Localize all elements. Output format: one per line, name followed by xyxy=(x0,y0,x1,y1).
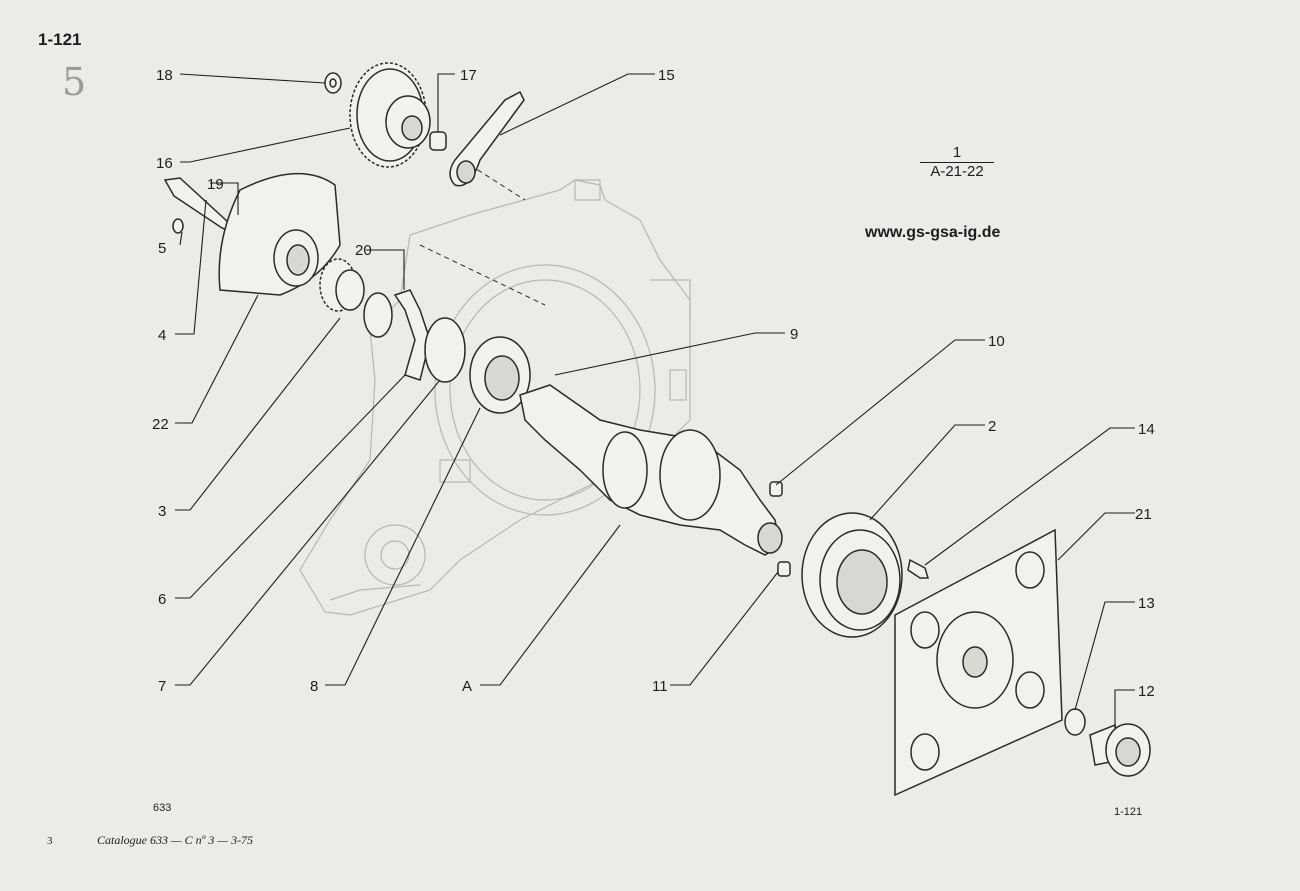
pencil-mark: 5 xyxy=(62,60,87,104)
callout-labels: 18 17 15 16 19 5 20 4 22 9 10 2 14 21 3 … xyxy=(152,67,1155,700)
footer-code-left: 633 xyxy=(153,802,172,814)
part-8-bearing xyxy=(469,336,531,414)
leader-lines xyxy=(175,73,1135,728)
part-22-gear xyxy=(319,258,365,312)
callout-10: 10 xyxy=(988,333,1005,350)
part-15-arm xyxy=(449,90,525,187)
part-3-ring xyxy=(363,292,393,338)
part-2-flywheel xyxy=(801,512,903,638)
callout-2: 2 xyxy=(988,418,996,435)
part-12-nut xyxy=(1089,723,1151,777)
callout-6: 6 xyxy=(158,591,166,608)
footer-catalogue: Catalogue 633 — C nº 3 — 3-75 xyxy=(97,833,254,847)
footer-page-number: 3 xyxy=(47,835,53,847)
website-url: www.gs-gsa-ig.de xyxy=(865,224,1001,241)
callout-9: 9 xyxy=(790,326,798,343)
part-14-screw xyxy=(907,558,930,579)
callout-12: 12 xyxy=(1138,683,1155,700)
page-code: 1-121 xyxy=(38,30,82,49)
reference-block: 1 A-21-22 xyxy=(920,144,994,181)
part-18-washer xyxy=(324,72,342,94)
callout-17: 17 xyxy=(460,67,477,84)
callout-a: A xyxy=(462,678,472,695)
part-16-timing-gear xyxy=(349,62,431,168)
part-17-bush xyxy=(429,131,447,151)
callout-7: 7 xyxy=(158,678,166,695)
reference-bottom: A-21-22 xyxy=(920,162,994,181)
part-4-cover xyxy=(218,172,341,296)
callout-8: 8 xyxy=(310,678,318,695)
part-a-crankshaft xyxy=(519,384,783,556)
callout-4: 4 xyxy=(158,327,166,344)
footer-code-right: 1-121 xyxy=(1114,806,1143,818)
callout-14: 14 xyxy=(1138,421,1155,438)
alignment-line xyxy=(469,164,526,201)
callout-21: 21 xyxy=(1135,506,1152,523)
part-6-seal xyxy=(424,317,466,383)
reference-top: 1 xyxy=(952,144,962,161)
callout-19: 19 xyxy=(207,176,224,193)
part-21-plate xyxy=(894,528,1063,797)
callout-13: 13 xyxy=(1138,595,1155,612)
callout-22: 22 xyxy=(152,416,169,433)
crankcase-housing xyxy=(299,179,691,616)
callout-18: 18 xyxy=(156,67,173,84)
part-13-ring xyxy=(1064,708,1086,736)
callout-3: 3 xyxy=(158,503,166,520)
callout-15: 15 xyxy=(658,67,675,84)
part-11-dowel xyxy=(777,561,791,577)
alignment-line xyxy=(419,244,546,306)
part-20-retainer xyxy=(393,289,431,381)
callout-16: 16 xyxy=(156,155,173,172)
part-10-dowel xyxy=(769,481,783,497)
callout-11: 11 xyxy=(652,678,668,695)
callout-20: 20 xyxy=(355,242,372,259)
part-5-ring xyxy=(172,218,184,234)
callout-5: 5 xyxy=(158,240,166,257)
